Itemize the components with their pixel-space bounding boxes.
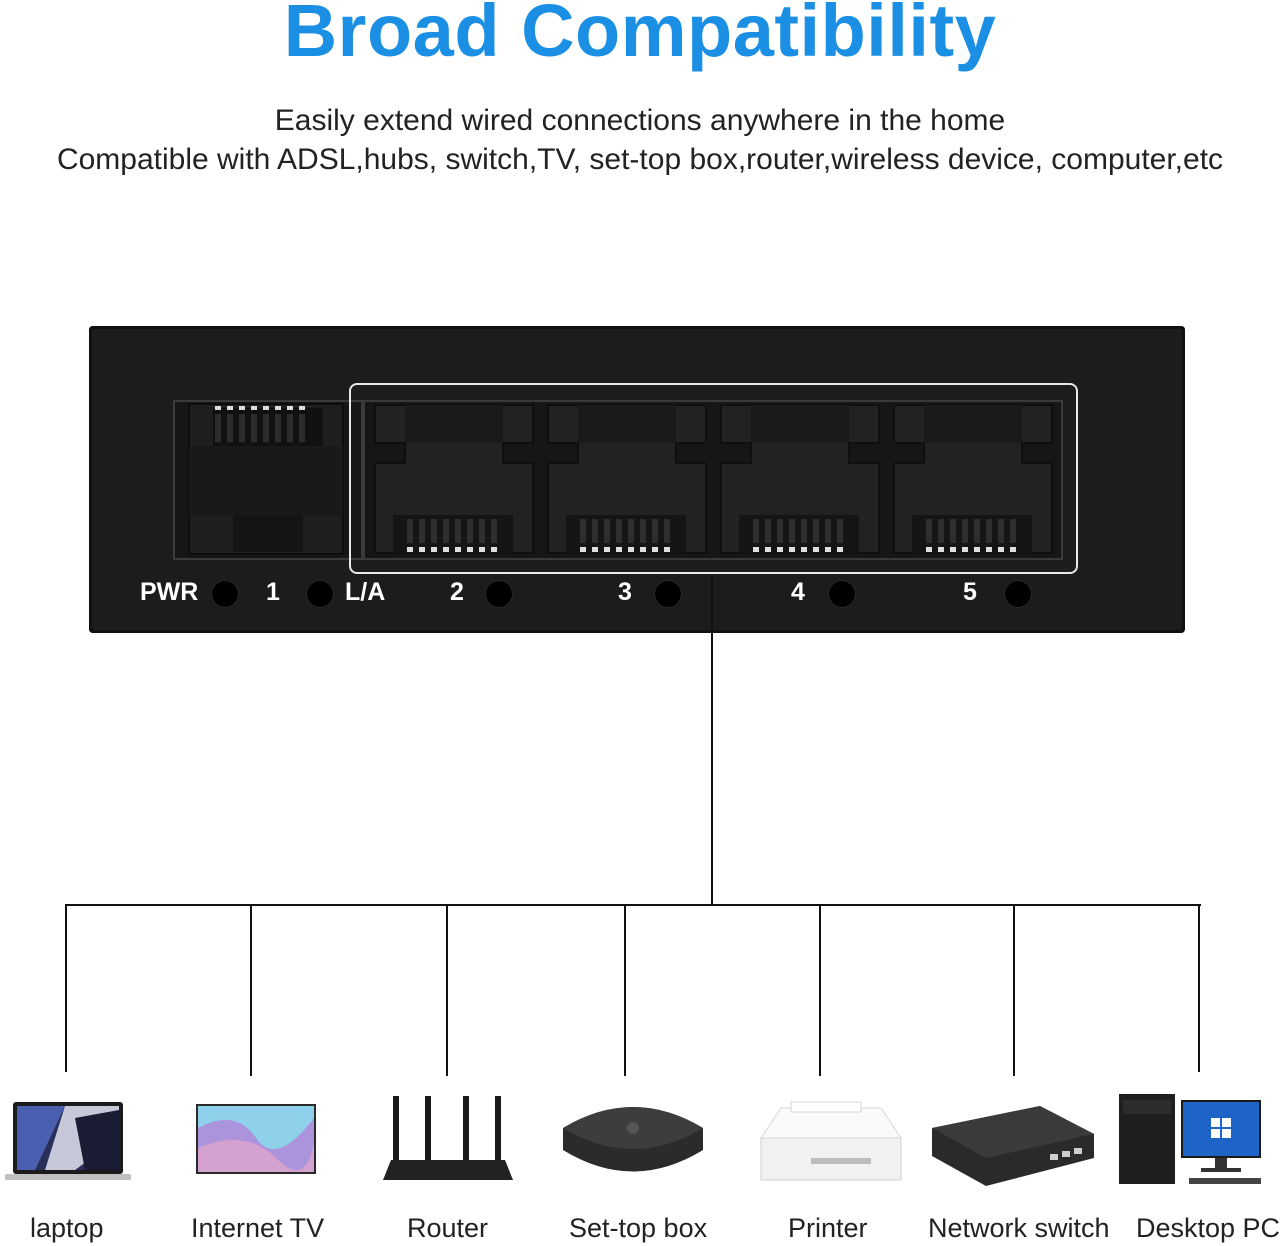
drop-line-printer	[819, 904, 821, 1076]
printer-icon	[751, 1088, 911, 1198]
set-top-box-icon	[553, 1088, 713, 1198]
pwr-label: PWR	[140, 578, 199, 606]
device-label-router: Router	[407, 1213, 489, 1243]
drop-line-set-top-box	[624, 904, 626, 1076]
ports-highlight-frame	[349, 383, 1078, 574]
device-label-network-switch: Network switch	[928, 1213, 1110, 1243]
trunk-line	[711, 576, 713, 906]
device-label-printer: Printer	[788, 1213, 868, 1243]
port-2-label: 2	[450, 578, 464, 606]
ethernet-port-2-icon	[373, 403, 535, 557]
horizontal-bus-line	[65, 904, 1201, 906]
network-switch-icon	[930, 1088, 1096, 1198]
subtitle-line-1: Easily extend wired connections anywhere…	[274, 104, 1006, 137]
device-label-laptop: laptop	[30, 1213, 104, 1243]
device-label-desktop-pc: Desktop PC	[1136, 1213, 1280, 1243]
drop-line-desktop-pc	[1198, 904, 1200, 1072]
port-3-led	[654, 580, 682, 608]
port-4-label: 4	[791, 578, 805, 606]
drop-line-tv	[250, 904, 252, 1076]
page-title: Broad Compatibility	[283, 0, 997, 72]
device-label-set-top-box: Set-top box	[569, 1213, 708, 1243]
port-1-label: 1	[266, 578, 280, 606]
port-3-label: 3	[618, 578, 632, 606]
ethernet-port-4-icon	[719, 403, 881, 557]
port-5-label: 5	[963, 578, 977, 606]
device-label-internet-tv: Internet TV	[191, 1213, 325, 1243]
drop-line-router	[446, 904, 448, 1076]
pwr-led	[211, 580, 239, 608]
link-activity-label: L/A	[345, 578, 386, 606]
drop-line-laptop	[65, 904, 67, 1072]
port-5-led	[1004, 580, 1032, 608]
port-4-led	[828, 580, 856, 608]
ethernet-port-5-icon	[892, 403, 1054, 557]
desktop-pc-icon	[1115, 1088, 1275, 1198]
port-1-led	[306, 580, 334, 608]
subtitle-line-2: Compatible with ADSL,hubs, switch,TV, se…	[56, 143, 1224, 176]
ethernet-port-1-icon	[185, 402, 347, 556]
router-icon	[383, 1088, 513, 1198]
port-2-led	[485, 580, 513, 608]
laptop-icon	[5, 1088, 131, 1198]
drop-line-network-switch	[1013, 904, 1015, 1076]
ethernet-port-3-icon	[546, 403, 708, 557]
tv-icon	[196, 1088, 316, 1198]
